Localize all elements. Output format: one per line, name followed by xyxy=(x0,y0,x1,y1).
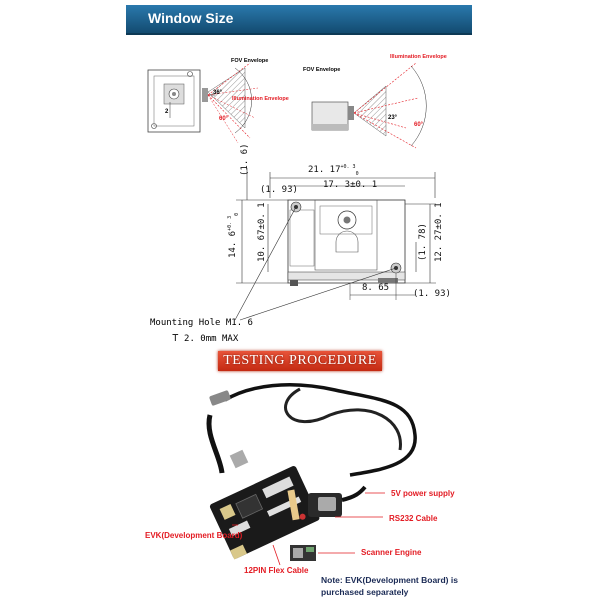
angle-23-right: 23° xyxy=(388,115,398,121)
dim-2-left: 2 xyxy=(165,109,169,115)
mounting-depth-label: ⊤ 2. 0mm MAX xyxy=(172,331,238,344)
dim-top-offset: (1. 6) xyxy=(240,143,250,176)
banner-text: TESTING PROCEDURE xyxy=(223,353,377,368)
mounting-hole-label: Mounting Hole M1. 6 xyxy=(150,318,253,328)
dim-overall-width-tol2: 0 xyxy=(355,170,359,177)
dim-height-total-value: 14. 6 xyxy=(228,230,238,258)
dim-right-height: 12. 27±0. 1 xyxy=(434,202,444,262)
illum-label-left: Illumination Envelope xyxy=(232,96,289,102)
dim-overall-width-value: 21. 17 xyxy=(308,165,341,175)
section-title: Window Size xyxy=(148,10,234,26)
dim-height-total-tol: +0. 3 xyxy=(227,215,233,231)
testing-procedure-banner: TESTING PROCEDURE xyxy=(218,351,382,371)
hardware-setup-illustration xyxy=(206,383,417,566)
callout-power: 5V power supply xyxy=(391,489,455,498)
dim-bottom-width: 8. 65 xyxy=(362,283,390,293)
dim-height-total: 14. 6+0. 30 xyxy=(227,213,240,258)
window-diagram-right xyxy=(311,62,427,149)
illum-label-right: Illumination Envelope xyxy=(390,54,447,60)
callout-evk: EVK(Development Board) xyxy=(145,531,243,540)
section-header: Window Size xyxy=(126,5,472,35)
depth-symbol-icon: ⊤ xyxy=(172,331,179,344)
angle-60-right: 60° xyxy=(414,122,424,128)
dim-overall-width: 21. 17+0. 30 xyxy=(308,164,359,177)
window-diagram-left xyxy=(147,62,259,144)
dim-right-offset: (1. 78) xyxy=(418,223,428,261)
fov-label-right: FOV Envelope xyxy=(303,67,341,73)
dim-inner-width: 17. 3±0. 1 xyxy=(323,180,378,190)
angle-60-left: 60° xyxy=(219,116,229,122)
callout-engine: Scanner Engine xyxy=(361,548,422,557)
callout-flex: 12PIN Flex Cable xyxy=(244,566,309,575)
dim-overall-width-tol: +0. 3 xyxy=(340,164,356,170)
note-line2: purchased separately xyxy=(321,587,409,597)
callout-rs232: RS232 Cable xyxy=(389,514,438,523)
note-line1: Note: EVK(Development Board) is xyxy=(321,575,458,585)
dim-inner-height: 10. 67±0. 1 xyxy=(257,202,267,262)
dim-left-offset: (1. 93) xyxy=(260,185,298,195)
fov-label-left: FOV Envelope xyxy=(231,58,269,64)
mounting-depth-value: 2. 0mm MAX xyxy=(184,334,239,344)
dim-bottom-offset: (1. 93) xyxy=(413,289,451,299)
angle-36-left: 36° xyxy=(213,90,223,96)
dimension-drawing xyxy=(234,168,436,321)
dim-height-total-tol2: 0 xyxy=(233,212,240,216)
